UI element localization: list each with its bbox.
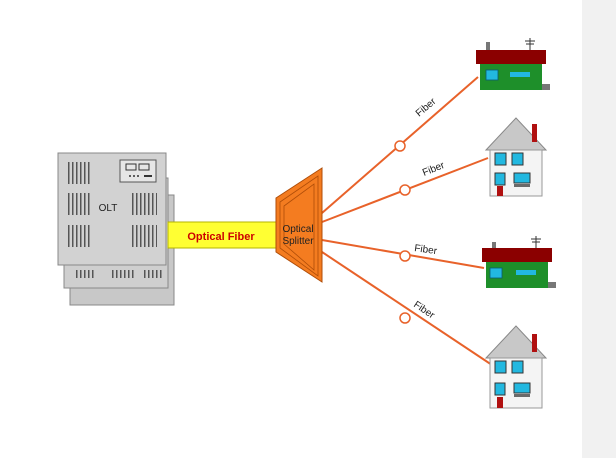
fiber-label-3: Fiber [414,243,439,257]
splitter-label-line1: Optical [282,224,313,235]
splitter-label-line2: Splitter [282,236,314,247]
connector-4 [399,312,411,324]
olt-label: OLT [99,203,118,214]
connectors [394,140,411,324]
trunk-fiber: Optical Fiber [167,221,279,249]
connector-3 [399,250,411,262]
fiber-label-1: Fiber [414,96,439,120]
connector-1 [394,140,406,152]
side-panel [582,0,616,458]
olt-unit: OLT [57,152,175,306]
trunk-label: Optical Fiber [187,231,255,243]
fiber-label-4: Fiber [411,299,437,321]
house-2-icon [484,117,548,197]
house-1-icon [476,38,550,90]
house-3-icon [482,236,556,288]
optical-splitter: Optical Splitter [275,167,323,283]
connector-2 [399,184,411,196]
house-4-icon [484,325,548,409]
